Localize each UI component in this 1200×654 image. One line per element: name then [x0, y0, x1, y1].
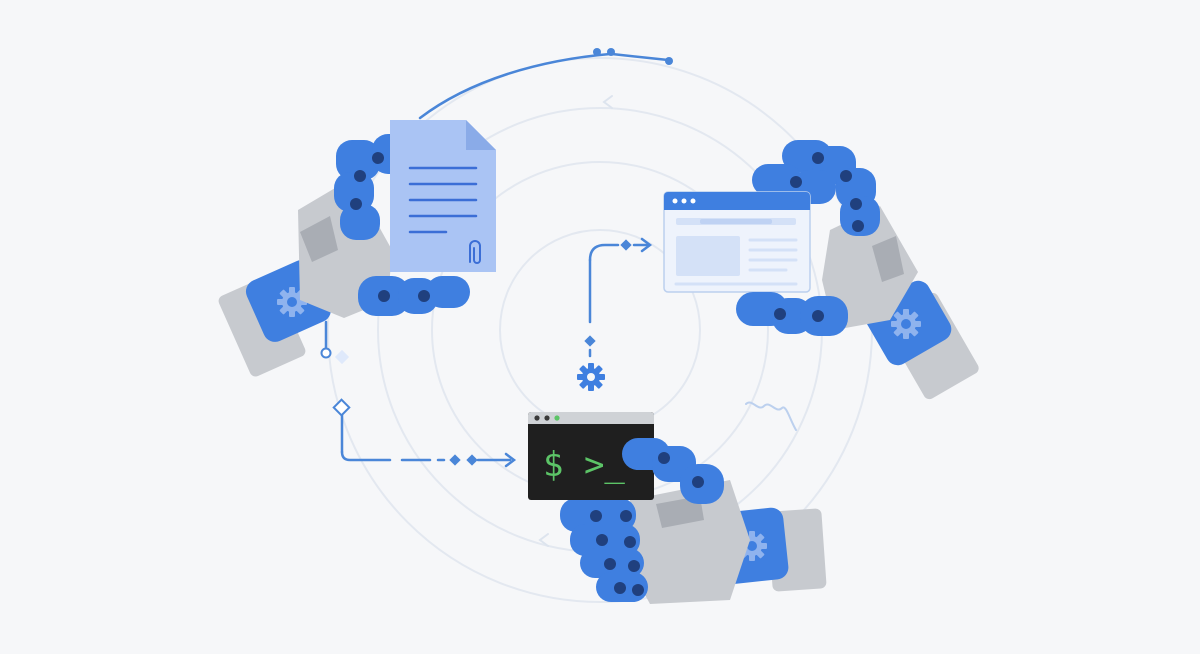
diamond-icon — [334, 349, 350, 365]
chevron-left-icon — [602, 95, 613, 109]
robot-hand-right-joint — [812, 152, 824, 164]
robot-hand-right-thumb — [736, 292, 848, 336]
robot-hand-right-palm-shade — [872, 236, 904, 282]
robot-hand-right-joint — [850, 198, 862, 210]
top-arc-tail — [610, 52, 670, 62]
top-arc-end-dot — [665, 57, 673, 65]
terminal-prompt: $ >_ — [543, 445, 625, 485]
gear-icon — [577, 363, 605, 391]
terminal-body — [528, 412, 654, 500]
arrow-right-icon — [640, 237, 653, 253]
terminal-dot — [544, 415, 550, 421]
browser-dot — [672, 198, 678, 204]
robot-hand-left-finger — [334, 172, 374, 212]
document-lines — [408, 166, 478, 234]
robot-hand-left-palm-shade — [300, 216, 338, 262]
robot-hand-left-joint — [354, 170, 366, 182]
left-connector-corner — [340, 450, 392, 462]
terminal-window-icon: $ >_ — [528, 412, 654, 500]
robot-hand-right-joint — [790, 176, 802, 188]
left-connector — [324, 320, 517, 468]
diamond-icon — [620, 239, 632, 251]
right-connector — [588, 237, 653, 358]
robot-hand-bottom-joint — [628, 560, 640, 572]
robot-hand-bottom-joint — [590, 510, 602, 522]
robot-hand-bottom-palm-shade — [656, 496, 704, 528]
orbit-chevrons — [538, 95, 613, 547]
robot-hand-left-joint — [418, 290, 430, 302]
robot-hand-right-joint — [840, 170, 852, 182]
right-connector-corner — [588, 243, 620, 262]
terminal-titlebar — [528, 412, 654, 424]
terminal-dot — [534, 415, 540, 421]
document-fold — [466, 120, 496, 150]
robot-hand-bottom-joint — [624, 536, 636, 548]
robot-hand-bottom-joint — [692, 476, 704, 488]
arrow-right-icon — [504, 452, 517, 468]
robot-hand-right-joint — [852, 220, 864, 232]
terminal-dot — [554, 415, 560, 421]
connector-node — [320, 347, 332, 359]
robot-hand-right-joint — [812, 310, 824, 322]
robot-hand-bottom-palm — [626, 480, 750, 604]
gear-icon — [891, 309, 921, 339]
browser-dot — [681, 198, 687, 204]
chevron-left-icon — [538, 533, 549, 547]
robot-hand-left-finger — [340, 204, 380, 240]
top-arc-dot — [607, 48, 615, 56]
robot-hand-bottom-thumb — [622, 438, 724, 504]
robot-hand-left-thumb — [358, 276, 470, 316]
diamond-icon — [584, 335, 596, 347]
robot-hand-bottom-joint — [632, 584, 644, 596]
robot-hand-left-finger — [336, 140, 380, 180]
robot-hand-bottom-joint — [604, 558, 616, 570]
robot-hand-right-finger — [840, 196, 880, 236]
top-arc-dot — [593, 48, 601, 56]
diamond-icon — [449, 454, 461, 466]
document-icon — [390, 120, 496, 272]
robot-hand-bottom-joint — [658, 452, 670, 464]
paperclip-icon — [469, 240, 481, 264]
browser-text-lines — [748, 238, 798, 272]
top-arc-line — [418, 52, 612, 120]
browser-dot — [690, 198, 696, 204]
robot-hand-left-joint — [372, 152, 384, 164]
diamond-icon — [332, 398, 351, 417]
robot-hand-left-joint — [350, 198, 362, 210]
browser-window-icon — [663, 191, 811, 293]
robot-hand-bottom-joint — [620, 510, 632, 522]
browser-titlebar — [664, 192, 810, 210]
robot-hand-left-thumb-tip — [426, 276, 470, 308]
robot-hand-right-finger — [752, 164, 802, 196]
diamond-icon — [466, 454, 478, 466]
robot-hand-right-joint — [774, 308, 786, 320]
robot-hand-bottom — [560, 480, 827, 604]
robot-hand-bottom-joint — [614, 582, 626, 594]
squiggle-decoration — [745, 401, 797, 431]
robot-hand-right — [752, 140, 979, 400]
browser-address-bar-inner — [700, 219, 772, 224]
top-arc-connector — [418, 52, 670, 120]
gear-icon — [277, 287, 307, 317]
document-body — [390, 120, 496, 272]
robot-hand-left-joint — [378, 290, 390, 302]
browser-image-block — [676, 236, 740, 276]
robot-hand-bottom-joint — [596, 534, 608, 546]
